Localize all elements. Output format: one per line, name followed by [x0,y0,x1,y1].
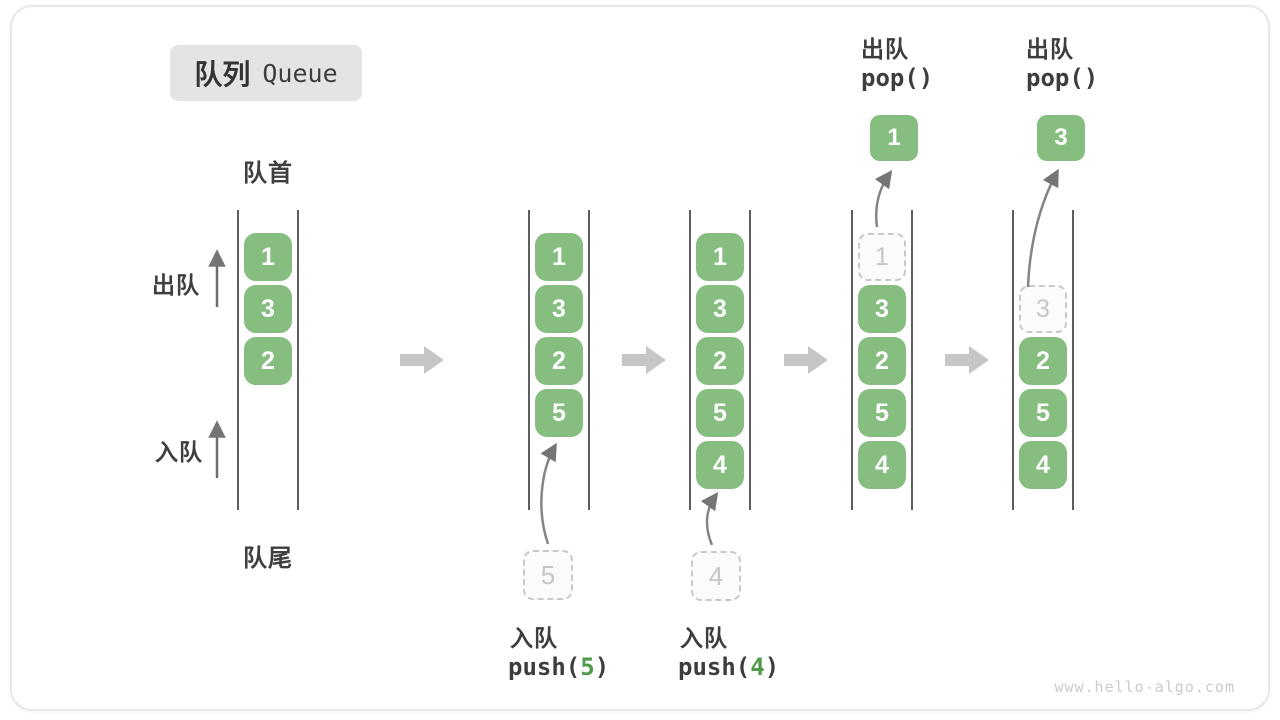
queue-item-removed: 1 [858,233,906,281]
label-dequeue: 出队 [152,272,200,298]
transition-arrow-icon [400,346,444,374]
queue-item: 2 [535,337,583,385]
pop-label: 出队 [861,36,909,62]
queue-item: 5 [858,389,906,437]
title-en: Queue [262,58,338,88]
queue-wall-right-icon [588,210,590,510]
staged-push-value: 4 [691,551,741,601]
queue-wall-left-icon [528,210,530,510]
queue-item: 5 [535,389,583,437]
queue-item: 4 [696,441,744,489]
queue-state-5: 3 2 5 4 [1012,210,1074,510]
title-zh: 队列 [194,59,251,90]
queue-state-3: 1 3 2 5 4 [689,210,751,510]
queue-state-4: 1 3 2 5 4 [851,210,913,510]
queue-item-removed: 3 [1019,285,1067,333]
queue-item: 3 [858,285,906,333]
queue-item: 1 [696,233,744,281]
queue-item: 3 [244,285,292,333]
transition-arrow-icon [945,346,989,374]
staged-push-value: 5 [523,550,573,600]
push-arg: 5 [580,653,595,681]
transition-arrow-icon [622,346,666,374]
push-label: 入队 [510,625,558,651]
pop-label: 出队 [1026,36,1074,62]
push-code: push(4) [678,653,780,681]
queue-item: 5 [696,389,744,437]
push-code: push(5) [508,653,610,681]
push-arg: 4 [750,653,765,681]
queue-wall-right-icon [297,210,299,510]
pop-code: pop() [861,64,934,92]
queue-wall-left-icon [237,210,239,510]
queue-state-2: 1 3 2 5 [528,210,590,510]
popped-value: 3 [1037,115,1085,161]
queue-item: 4 [858,441,906,489]
queue-wall-left-icon [1012,210,1014,510]
queue-wall-right-icon [749,210,751,510]
queue-item: 3 [535,285,583,333]
queue-item: 2 [1019,337,1067,385]
queue-item: 5 [1019,389,1067,437]
popped-value: 1 [870,115,918,161]
transition-arrow-icon [784,346,828,374]
label-queue-front: 队首 [243,160,293,187]
title-badge: 队列 Queue [170,45,362,101]
queue-state-1: 1 3 2 [237,210,299,510]
queue-item: 2 [244,337,292,385]
watermark: www.hello-algo.com [1054,678,1235,696]
queue-item: 1 [244,233,292,281]
queue-item: 4 [1019,441,1067,489]
queue-wall-left-icon [689,210,691,510]
queue-item: 1 [535,233,583,281]
queue-wall-right-icon [1072,210,1074,510]
queue-item: 2 [858,337,906,385]
label-queue-rear: 队尾 [243,545,293,572]
queue-wall-right-icon [911,210,913,510]
push-label: 入队 [680,625,728,651]
pop-code: pop() [1026,64,1099,92]
label-enqueue: 入队 [155,439,203,465]
queue-item: 3 [696,285,744,333]
queue-item: 2 [696,337,744,385]
queue-wall-left-icon [851,210,853,510]
